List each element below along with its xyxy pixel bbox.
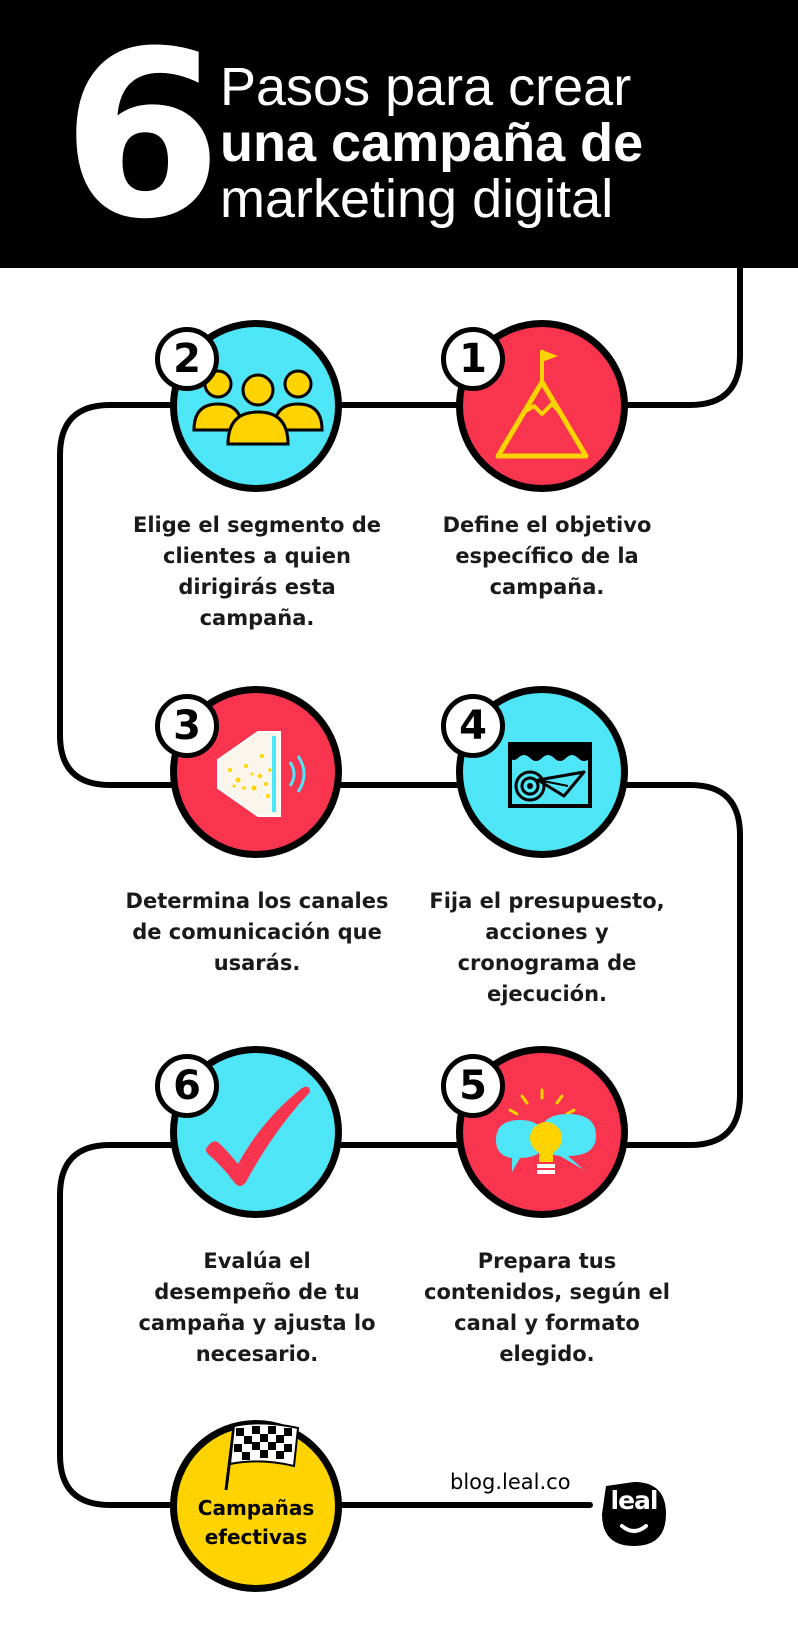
speech-bubbles-lightbulb-icon bbox=[496, 1088, 596, 1174]
leal-logo-icon bbox=[602, 1482, 666, 1546]
checkered-flag-icon bbox=[224, 1422, 300, 1491]
megaphone-icon bbox=[217, 731, 306, 817]
calendar-target-icon bbox=[508, 742, 592, 808]
header-title-line-2: una campaña de bbox=[220, 113, 644, 173]
step-4-number-badge: 4 bbox=[441, 694, 505, 758]
step-5-caption: Prepara tus contenidos, según el canal y… bbox=[424, 1249, 670, 1366]
checkmark-icon bbox=[206, 1086, 310, 1186]
step-5-number-badge: 5 bbox=[441, 1054, 505, 1118]
final-label: Campañas efectivas bbox=[197, 1496, 315, 1549]
step-1-caption: Define el objetivo específico de la camp… bbox=[442, 513, 652, 599]
header-number: 6 bbox=[62, 3, 222, 270]
blog-url[interactable]: blog.leal.co bbox=[446, 1470, 575, 1494]
step-6-caption: Evalúa el desempeño de tu campaña y ajus… bbox=[138, 1249, 376, 1366]
step-3-caption: Determina los canales de comunicación qu… bbox=[125, 889, 389, 975]
step-1-number-badge: 1 bbox=[441, 327, 505, 391]
header-banner: 6 Pasos para crear una campaña de market… bbox=[0, 0, 798, 268]
step-4-caption: Fija el presupuesto, acciones y cronogra… bbox=[429, 889, 665, 1006]
step-3-number-badge: 3 bbox=[155, 694, 219, 758]
leal-logo-text: leal bbox=[610, 1486, 659, 1515]
step-2-caption: Elige el segmento de clientes a quien di… bbox=[133, 513, 381, 630]
step-2-number-badge: 2 bbox=[155, 327, 219, 391]
header-title-line-3: marketing digital bbox=[220, 169, 614, 229]
header-title-line-1: Pasos para crear bbox=[220, 57, 632, 117]
mountain-flag-icon bbox=[495, 350, 589, 459]
people-group-icon bbox=[192, 369, 324, 446]
step-6-number-badge: 6 bbox=[155, 1054, 219, 1118]
